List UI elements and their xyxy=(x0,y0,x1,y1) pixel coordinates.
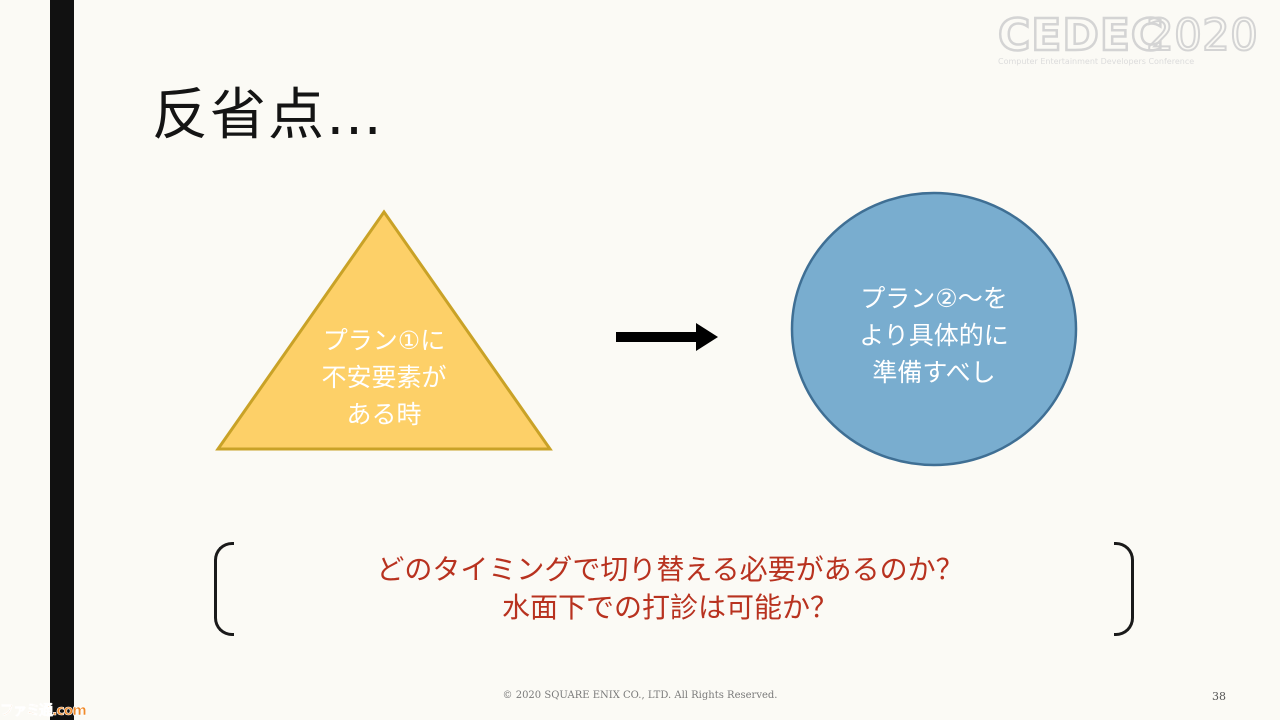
triangle-text-line: 不安要素が xyxy=(321,363,447,392)
triangle-text-line: ある時 xyxy=(346,400,422,429)
circle-text-line: プラン②～を xyxy=(860,284,1008,313)
logo-brand: CEDEC xyxy=(998,10,1164,61)
watermark-logo: ファミ通.com xyxy=(0,703,87,720)
circle-text: プラン②～を より具体的に 準備すべし xyxy=(824,280,1044,391)
left-margin xyxy=(0,0,50,720)
circle-text-line: 準備すべし xyxy=(872,358,996,387)
copyright-footer: © 2020 SQUARE ENIX CO., LTD. All Rights … xyxy=(502,690,778,701)
page-number: 38 xyxy=(1212,690,1226,703)
left-bracket xyxy=(214,542,234,636)
arrow-shaft xyxy=(616,332,698,342)
left-accent-bar xyxy=(50,0,74,720)
circle-text-line: より具体的に xyxy=(859,321,1009,350)
logo-year: 2020 xyxy=(1146,10,1256,61)
logo-tagline: Computer Entertainment Developers Confer… xyxy=(998,57,1194,66)
triangle-shape xyxy=(215,209,553,451)
circle-shape xyxy=(790,191,1078,467)
right-bracket xyxy=(1114,542,1134,636)
cedec-logo: CEDEC 2020 Computer Entertainment Develo… xyxy=(997,9,1256,66)
slide-title: 反省点… xyxy=(152,83,384,148)
arrow-head xyxy=(696,323,718,351)
triangle-text-line: プラン①に xyxy=(322,326,446,355)
arrow xyxy=(616,323,718,351)
question-line-1: どのタイミングで切り替える必要があるのか？ xyxy=(376,553,964,586)
question-line-2: 水面下での打診は可能か？ xyxy=(501,591,838,624)
triangle-text: プラン①に 不安要素が ある時 xyxy=(284,322,484,433)
